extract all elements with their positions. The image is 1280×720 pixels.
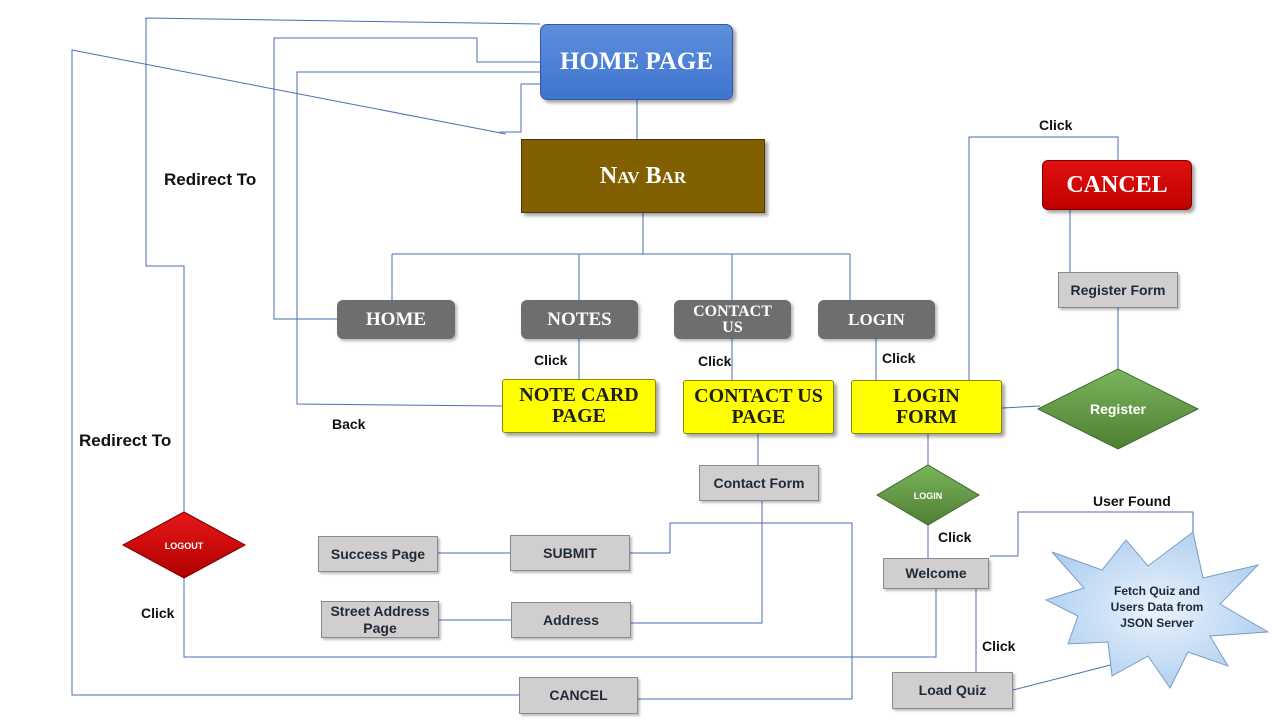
redirect-to-label-bottom: Redirect To: [79, 431, 172, 450]
street-address-page-box[interactable]: Street Address Page: [321, 601, 439, 638]
street-address-page-label: Street Address Page: [330, 602, 430, 636]
nav-login-label: LOGIN: [848, 310, 905, 329]
contact-form-label: Contact Form: [713, 474, 805, 491]
fetch-data-label: Fetch Quiz and Users Data from JSON Serv…: [1110, 584, 1204, 631]
cancel-top-label: CANCEL: [1066, 171, 1168, 198]
navbar-label: Nav Bar: [599, 162, 687, 189]
home-page-label: HOME PAGE: [559, 48, 713, 75]
contact-us-page-box[interactable]: CONTACT US PAGE: [683, 380, 834, 434]
login-diamond: [876, 464, 980, 526]
click-label-load-quiz: Click: [982, 638, 1016, 654]
success-page-box[interactable]: Success Page: [318, 536, 438, 572]
fetch-data-burst: [1044, 531, 1270, 689]
nav-contact-button[interactable]: CONTACT US: [674, 300, 791, 339]
contact-form-box[interactable]: Contact Form: [699, 465, 819, 501]
address-box[interactable]: Address: [511, 602, 631, 638]
note-card-page-box[interactable]: NOTE CARD PAGE: [502, 379, 656, 433]
logout-label: LOGOUT: [165, 541, 204, 551]
address-label: Address: [542, 611, 600, 628]
wire-loginform-register: [1001, 405, 1041, 409]
click-label-login: Click: [882, 350, 916, 366]
back-label: Back: [332, 416, 366, 432]
submit-button[interactable]: SUBMIT: [510, 535, 630, 571]
click-label-welcome: Click: [938, 529, 972, 545]
contact-us-page-label: CONTACT US PAGE: [694, 385, 823, 428]
home-page-box[interactable]: HOME PAGE: [540, 24, 733, 100]
welcome-label: Welcome: [905, 565, 967, 582]
wire-welcome-userfound: [990, 511, 1194, 557]
nav-login-button[interactable]: LOGIN: [818, 300, 935, 339]
submit-label: SUBMIT: [543, 544, 597, 561]
user-found-label: User Found: [1093, 493, 1171, 509]
register-form-label: Register Form: [1070, 281, 1166, 298]
click-label-contact: Click: [698, 353, 732, 369]
redirect-to-label-top: Redirect To: [164, 170, 257, 189]
wire-welcome-logout: [183, 578, 937, 658]
logout-diamond: [121, 511, 247, 579]
click-label-logout: Click: [141, 605, 175, 621]
nav-contact-label: CONTACT US: [693, 302, 772, 336]
note-card-page-label: NOTE CARD PAGE: [519, 384, 639, 427]
wire-notecard-back: [296, 71, 540, 407]
welcome-box[interactable]: Welcome: [883, 558, 989, 589]
register-form-box[interactable]: Register Form: [1058, 272, 1178, 308]
click-label-notes: Click: [534, 352, 568, 368]
register-diamond: [1036, 368, 1200, 450]
wire-submit-cancel: [630, 522, 853, 700]
nav-home-label: HOME: [365, 309, 427, 330]
load-quiz-box[interactable]: Load Quiz: [892, 672, 1013, 709]
login-form-box[interactable]: LOGIN FORM: [851, 380, 1002, 434]
wire-cancel-redirect: [71, 49, 519, 696]
load-quiz-label: Load Quiz: [918, 682, 987, 699]
nav-home-button[interactable]: HOME: [337, 300, 455, 339]
success-page-label: Success Page: [330, 545, 426, 562]
wire-home-navbar-side: [500, 83, 540, 133]
cancel-top-button[interactable]: CANCEL: [1042, 160, 1192, 210]
navbar-box[interactable]: Nav Bar: [521, 139, 765, 213]
click-label-register: Click: [1039, 117, 1073, 133]
nav-notes-label: NOTES: [547, 309, 612, 330]
nav-notes-button[interactable]: NOTES: [521, 300, 638, 339]
cancel-bottom-button[interactable]: CANCEL: [519, 677, 638, 714]
login-diamond-label: LOGIN: [914, 491, 943, 501]
wire-form-address: [631, 501, 763, 624]
wire-logout-redirect: [145, 17, 541, 512]
register-label: Register: [1090, 401, 1147, 417]
wire-loginform-cancel: [968, 136, 1119, 380]
wire-navhome-redirect: [273, 37, 540, 320]
cancel-bottom-label: CANCEL: [549, 687, 608, 704]
login-form-label: LOGIN FORM: [893, 385, 960, 428]
